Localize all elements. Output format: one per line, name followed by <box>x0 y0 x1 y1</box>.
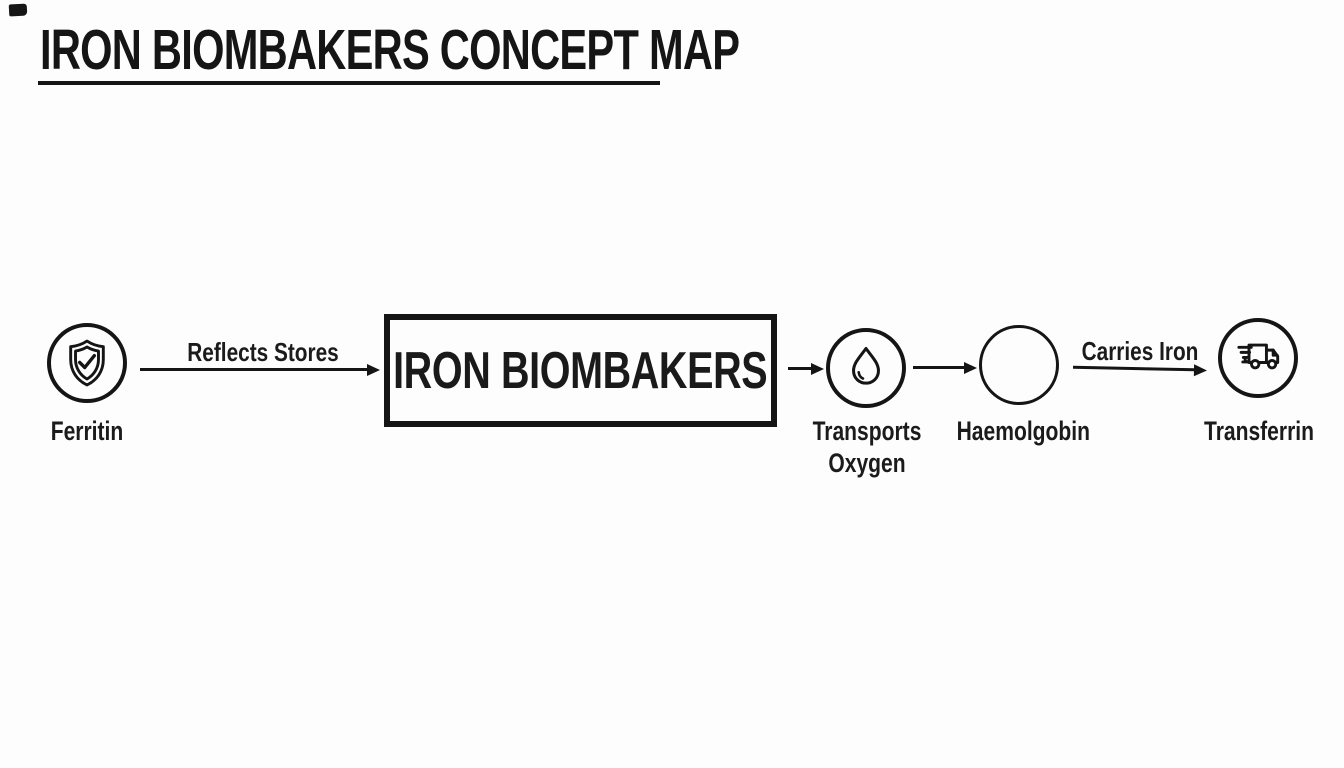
edge-label-carries-iron: Carries Iron <box>1081 336 1199 366</box>
shield-check-icon <box>60 336 114 390</box>
node-transports-oxygen <box>826 328 906 408</box>
central-node: IRON BIOMBAKERS <box>384 314 777 427</box>
node-transferrin <box>1218 318 1298 398</box>
node-label-ferritin: Ferritin <box>50 416 124 446</box>
arrow-head-icon <box>811 362 824 375</box>
arrow-oxygen-to-haemolgobin <box>913 361 977 374</box>
node-label-haemolgobin: Haemolgobin <box>956 416 1090 446</box>
arrow-center-to-oxygen <box>788 362 824 375</box>
node-ferritin <box>47 323 127 403</box>
central-node-label: IRON BIOMBAKERS <box>393 341 768 400</box>
arrow-head-icon <box>1193 363 1208 377</box>
water-drop-icon <box>840 342 892 394</box>
title-underline <box>38 81 660 85</box>
page-title: IRON BIOMBAKERS CONCEPT MAP <box>40 18 740 82</box>
node-label-transports-oxygen: Transports Oxygen <box>812 416 922 478</box>
arrow-ferritin-to-center <box>140 363 380 376</box>
corner-smudge <box>8 3 28 17</box>
node-label-transferrin: Transferrin <box>1203 416 1315 446</box>
delivery-truck-icon <box>1231 331 1285 385</box>
arrow-head-icon <box>964 361 977 374</box>
node-haemolgobin <box>979 325 1059 405</box>
arrow-head-icon <box>367 363 380 376</box>
edge-label-reflects-stores: Reflects Stores <box>187 337 339 367</box>
